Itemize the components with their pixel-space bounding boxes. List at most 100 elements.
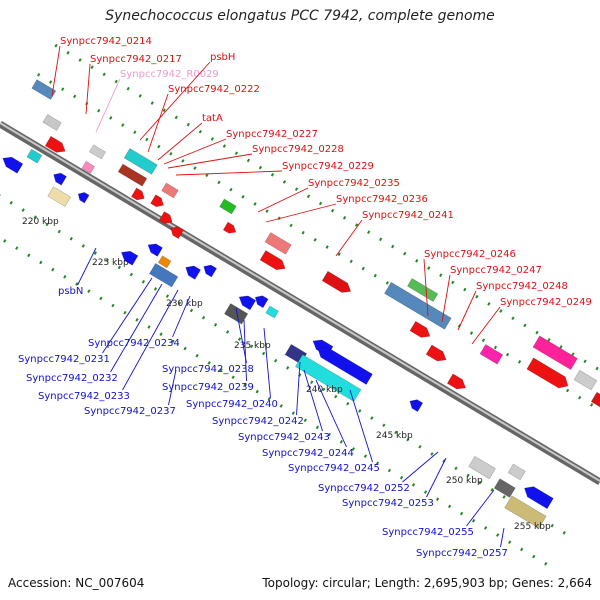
gene-feature	[203, 264, 218, 278]
gene-label-reverse: psbN	[58, 286, 83, 297]
tick-row-inner-top	[229, 187, 233, 192]
tick-row-outer-top	[174, 115, 178, 120]
tick-row-inner-bottom	[21, 208, 25, 212]
leader-line	[95, 78, 121, 133]
tick-row-inner-bottom	[406, 437, 410, 442]
gene-feature	[479, 344, 504, 365]
gene-feature	[409, 399, 424, 413]
tick-row-inner-bottom	[550, 523, 554, 528]
tick-row-inner-bottom	[0, 193, 1, 198]
tick-row-inner-top	[566, 388, 570, 393]
gene-feature	[409, 320, 431, 338]
gene-label-reverse: Synpcc7942_0257	[416, 548, 508, 559]
gene-feature	[224, 303, 249, 325]
kbp-tick-label: 235 kbp	[234, 341, 271, 351]
tick-row-outer-top	[54, 43, 58, 48]
gene-feature	[504, 495, 547, 529]
tick-row-inner-top	[217, 180, 221, 185]
tick-row-outer-bottom	[315, 425, 319, 430]
backbone-highlight	[0, 122, 600, 482]
gene-label-reverse: Synpcc7942_0239	[162, 382, 254, 393]
tick-row-inner-top	[517, 359, 522, 364]
gene-feature	[31, 79, 57, 100]
tick-row-outer-top	[571, 352, 575, 356]
tick-row-outer-top	[535, 330, 539, 335]
gene-feature	[185, 265, 201, 280]
tick-row-outer-top	[379, 237, 383, 242]
tick-row-outer-top	[222, 144, 227, 148]
tick-row-inner-bottom	[286, 366, 290, 370]
leader-line	[296, 361, 301, 416]
gene-feature	[590, 391, 600, 409]
tick-row-inner-top	[157, 144, 161, 149]
gene-label-forward: psbH	[210, 52, 235, 63]
tick-row-outer-bottom	[255, 389, 259, 394]
tick-row-outer-top	[415, 259, 419, 263]
leader-line	[167, 153, 253, 169]
tick-row-inner-bottom	[298, 373, 302, 377]
tick-row-inner-bottom	[562, 531, 566, 535]
tick-row-outer-bottom	[303, 418, 307, 423]
gene-label-forward: Synpcc7942_R0029	[120, 69, 219, 80]
leader-line	[402, 451, 439, 483]
gene-feature	[219, 198, 237, 215]
tick-row-inner-bottom	[165, 294, 170, 298]
tick-row-outer-top	[451, 280, 455, 285]
tick-row-outer-bottom	[544, 561, 548, 566]
gene-feature	[321, 270, 352, 293]
gene-feature	[425, 344, 447, 362]
tick-row-inner-bottom	[490, 487, 494, 492]
gene-label-reverse: Synpcc7942_0244	[262, 448, 354, 459]
tick-row-inner-bottom	[129, 272, 134, 277]
tick-row-inner-bottom	[201, 315, 206, 320]
gene-feature	[573, 369, 598, 391]
tick-row-outer-top	[499, 309, 503, 313]
leader-line	[335, 219, 363, 257]
tick-row-inner-bottom	[237, 337, 242, 341]
leader-line	[163, 138, 227, 165]
tick-row-outer-top	[78, 58, 82, 62]
tick-row-outer-bottom	[459, 511, 464, 516]
gene-feature	[265, 305, 279, 319]
tick-row-outer-top	[126, 86, 130, 91]
gene-feature	[130, 187, 145, 201]
tick-row-outer-top	[306, 194, 311, 199]
tick-row-outer-top	[198, 129, 202, 134]
tick-row-outer-bottom	[520, 547, 524, 552]
gene-feature	[407, 278, 439, 302]
tick-row-inner-top	[181, 159, 185, 163]
tick-row-inner-bottom	[370, 416, 374, 420]
leader-line	[500, 527, 505, 548]
gene-label-reverse: Synpcc7942_0245	[288, 463, 380, 474]
leader-line	[102, 277, 153, 354]
leader-line	[457, 290, 477, 331]
tick-row-inner-bottom	[93, 251, 97, 255]
leader-line	[426, 457, 447, 498]
tick-row-outer-bottom	[411, 483, 416, 487]
tick-row-inner-top	[385, 281, 389, 285]
gene-feature	[222, 221, 237, 234]
tick-row-outer-bottom	[111, 303, 115, 308]
gene-feature	[317, 346, 373, 385]
tick-row-outer-top	[427, 266, 431, 270]
gene-feature	[148, 262, 179, 288]
tick-row-outer-bottom	[75, 282, 79, 286]
leader-line	[122, 289, 179, 391]
tick-row-outer-top	[282, 180, 287, 184]
leader-line	[243, 319, 247, 382]
tick-row-inner-bottom	[81, 244, 85, 248]
leader-line	[235, 307, 247, 364]
tick-row-outer-bottom	[27, 253, 31, 258]
tick-row-outer-top	[403, 251, 407, 256]
tick-row-outer-top	[547, 337, 551, 342]
tick-row-outer-top	[210, 137, 214, 141]
tick-row-outer-bottom	[159, 332, 163, 337]
gene-feature	[468, 455, 496, 480]
gene-feature	[294, 354, 362, 402]
gene-feature	[44, 135, 66, 153]
tick-row-outer-top	[342, 216, 347, 220]
tick-row-inner-bottom	[177, 301, 182, 306]
tick-row-inner-top	[265, 209, 269, 213]
gene-feature	[507, 463, 526, 481]
